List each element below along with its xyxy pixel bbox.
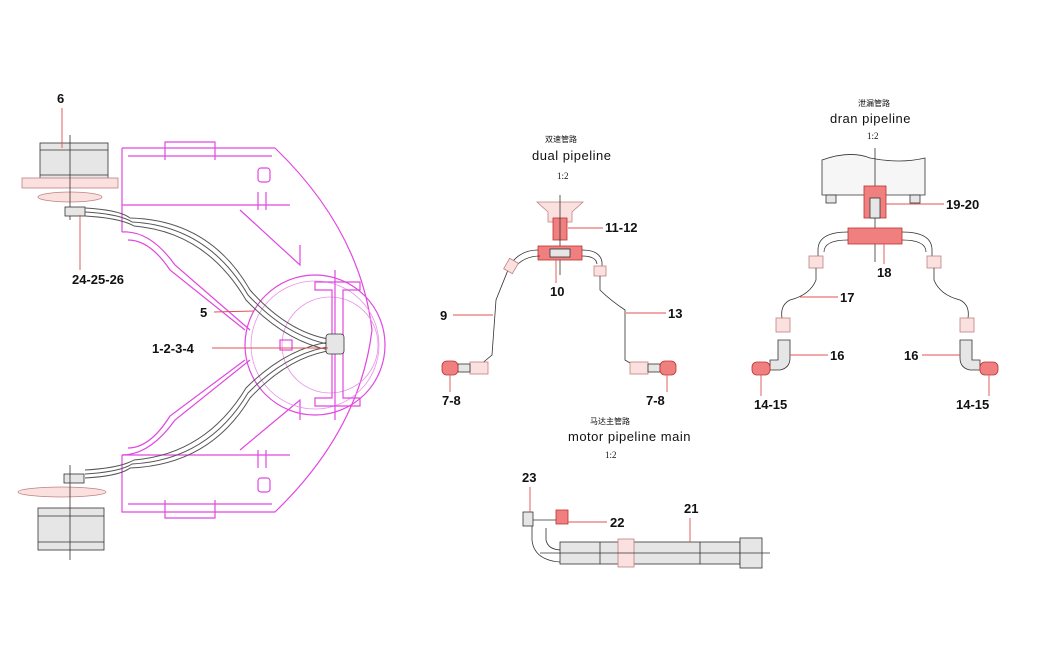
top-motor xyxy=(21,135,119,220)
leader-line xyxy=(213,310,255,313)
drain-pipeline-scale: 1:2 xyxy=(867,131,879,141)
label-fittings: 24-25-26 xyxy=(72,272,124,287)
label-tee: 10 xyxy=(550,284,564,299)
label-end-left: 14-15 xyxy=(754,397,787,412)
hose-bundle xyxy=(84,207,345,479)
label-end-right: 14-15 xyxy=(956,397,989,412)
label-elbow-right: 16 xyxy=(904,348,918,363)
label-part-c: 21 xyxy=(684,501,698,516)
label-part-b: 22 xyxy=(610,515,624,530)
left-labels: 6 24-25-26 5 1-2-3-4 xyxy=(57,91,328,356)
label-end-left: 7-8 xyxy=(442,393,461,408)
label-hose-right: 13 xyxy=(668,306,682,321)
motor-pipeline-scale: 1:2 xyxy=(605,450,617,460)
label-tee: 18 xyxy=(877,265,891,280)
label-fitting-top: 19-20 xyxy=(946,197,979,212)
label-valve: 1-2-3-4 xyxy=(152,341,195,356)
motor-pipeline-view: 马达主管路 motor pipeline main 1:2 23 22 21 xyxy=(522,416,770,569)
drain-pipeline-view: 泄漏管路 dran pipeline 1:2 19-20 18 17 16 16… xyxy=(751,98,999,412)
motor-pipeline-title: motor pipeline main xyxy=(568,429,691,444)
label-clamp: 5 xyxy=(200,305,207,320)
drain-pipeline-title: dran pipeline xyxy=(830,111,911,126)
drain-pipeline-title-cn: 泄漏管路 xyxy=(858,98,890,108)
label-part-a: 23 xyxy=(522,470,536,485)
dual-pipeline-scale: 1:2 xyxy=(557,171,569,181)
dual-pipeline-view: 双速管路 dual pipeline 1:2 11-12 10 9 13 7-8… xyxy=(440,134,682,408)
label-hose: 17 xyxy=(840,290,854,305)
label-motor: 6 xyxy=(57,91,64,106)
dual-pipeline-title-cn: 双速管路 xyxy=(545,134,577,144)
label-hose-left: 9 xyxy=(440,308,447,323)
dual-pipeline-title: dual pipeline xyxy=(532,148,612,163)
bottom-motor xyxy=(17,465,107,560)
label-elbow-left: 16 xyxy=(830,348,844,363)
frame-assembly xyxy=(121,141,386,519)
label-fitting-top: 11-12 xyxy=(605,220,638,235)
label-end-right: 7-8 xyxy=(646,393,665,408)
motor-pipeline-title-cn: 马达主管路 xyxy=(590,416,630,426)
